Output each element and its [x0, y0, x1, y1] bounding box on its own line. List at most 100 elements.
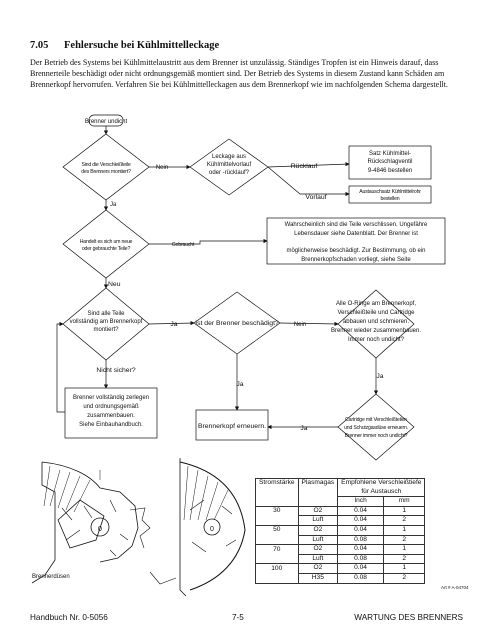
row-mm: 1: [382, 563, 426, 574]
leak-q-line-3: oder -rücklauf?: [209, 170, 250, 176]
footer-page-number: 7-5: [232, 613, 244, 622]
row-inch: 0.04: [337, 544, 384, 555]
table-header-row: Stromstärke Plasmagas Empfohlene Verschl…: [255, 477, 426, 488]
nozzle-mark-left: 0: [98, 526, 102, 533]
nozzle-mark-right: 0: [210, 526, 214, 533]
unit-inch: Inch: [337, 496, 384, 507]
orings-line-1: Alle O-Ringe am Brennerkopf,: [336, 301, 416, 307]
row-gas: Luft: [297, 534, 339, 546]
q4-no-label: Nein: [294, 322, 306, 328]
row-gas: O2: [297, 524, 339, 536]
q1-no-label: Nein: [156, 165, 168, 171]
tube-set-line-1: Austauschsatz Kühlmittelrohr: [359, 189, 421, 195]
col-current-end: [255, 496, 299, 507]
row-current: [255, 573, 299, 584]
row-gas: Luft: [297, 553, 339, 565]
ja-bottom-label: Ja: [300, 425, 307, 432]
cartridge-decision: [337, 393, 415, 461]
row-gas: O2: [297, 505, 339, 517]
orings-line-3: abbauen und schmieren.: [343, 319, 409, 325]
footer-chapter: WARTUNG DES BRENNERS: [354, 613, 463, 622]
row-gas: O2: [297, 563, 339, 574]
q2-line-1: Handelt es sich um neue: [80, 239, 133, 245]
col-depth-2: für Austausch: [337, 487, 426, 498]
section-number: 7.05: [30, 40, 49, 51]
q1-line-2: des Brenners montiert?: [81, 169, 131, 175]
valve-set-line-1: Satz Kühlmittel-: [369, 151, 411, 157]
orings-yes-label: Ja: [376, 373, 383, 380]
row-current: 50: [255, 524, 299, 536]
q4-label: Ist der Brenner beschädigt?: [195, 320, 279, 327]
replace-head-label: Brennerkopf erneuern.: [198, 423, 266, 430]
unit-mm: mm: [382, 496, 426, 507]
worn-note-line-2: Lebensdauer siehe Datenblatt. Der Brenne…: [294, 231, 418, 237]
row-gas: Luft: [297, 515, 339, 526]
row-mm: 2: [382, 534, 426, 546]
disassemble-line-3: zusammenbauen.: [87, 413, 135, 419]
q4-yes-label: Ja: [236, 381, 243, 388]
disassemble-box: [64, 387, 158, 439]
row-inch: 0.08: [337, 572, 384, 584]
not-sure-label: Nicht sicher?: [96, 367, 136, 374]
valve-set-line-3: 9-4846 bestellen: [368, 168, 412, 174]
row-inch: 0.04: [337, 524, 384, 536]
q3-line-1: Sind alle Teile: [88, 311, 126, 317]
q1-yes-label: Ja: [110, 202, 117, 208]
section-title: Fehlersuche bei Kühlmittelleckage: [64, 40, 220, 51]
row-mm: 2: [382, 553, 426, 565]
decision-supply-return: [189, 138, 269, 196]
row-gas: H35: [297, 572, 339, 584]
col-gas-end: [297, 496, 339, 507]
worn-note-line-4: möglicherweise beschädigt. Zur Bestimmun…: [286, 248, 425, 254]
row-mm: 1: [382, 544, 426, 555]
table-header-row-2: für Austausch: [255, 487, 426, 498]
valve-set-line-2: Rückschlagventil: [367, 159, 412, 165]
q2-line-2: oder gebrauchte Teile?: [82, 246, 131, 252]
disassemble-line-1: Brenner vollständig zerlegen: [73, 395, 149, 401]
nozzle-illustration: [31, 458, 246, 597]
row-mm: 1: [382, 524, 426, 536]
row-inch: 0.08: [337, 534, 384, 546]
tube-set-line-2: bestellen: [381, 196, 400, 202]
nozzle-label: Brennerdüsen: [32, 574, 70, 580]
q2-new-label: Neu: [108, 281, 121, 288]
row-mm: 1: [382, 505, 426, 517]
row-inch: 0.08: [337, 553, 384, 565]
wear-depth-table: Stromstärke Plasmagas Empfohlene Verschl…: [255, 477, 426, 584]
row-mm: 2: [382, 572, 426, 584]
q3-line-3: montiert?: [93, 327, 119, 333]
row-current: [255, 535, 299, 546]
row-inch: 0.04: [337, 563, 384, 574]
q2-used-label: Gebraucht: [172, 242, 195, 248]
q1-line-1: Sind die Verschleißteile: [81, 162, 130, 168]
col-gas-cont: [297, 487, 339, 497]
row-current: [255, 554, 299, 565]
disassemble-line-2: und ordnungsgemäß: [83, 404, 139, 410]
col-gas: Plasmagas: [297, 477, 339, 488]
row-current: 70: [255, 544, 299, 555]
cartridge-line-1: Cartridge mit Verschleißteilen: [345, 417, 407, 423]
row-current: 30: [255, 505, 299, 516]
worn-note-line-1: Wahrscheinlich sind die Teile verschliss…: [285, 222, 428, 228]
row-inch: 0.04: [337, 515, 384, 526]
row-current: 100: [255, 563, 299, 574]
section-heading: 7.05 Fehlersuche bei Kühlmittelleckage: [30, 40, 219, 51]
col-current-cont: [255, 487, 299, 497]
worn-note-line-5: Brennerkopfschaden vorliegt, siehe Seite: [301, 257, 411, 263]
row-inch: 0.04: [337, 505, 384, 517]
col-current: Stromstärke: [255, 477, 299, 488]
vorlauf-label: Vorlauf: [305, 194, 326, 201]
leak-q-line-2: Kühlmittelvorlauf: [207, 162, 252, 168]
orings-line-5: Immer noch undicht?: [348, 337, 405, 343]
footer-manual-number: Handbuch Nr. 0-5056: [30, 613, 108, 622]
cartridge-line-2: und Schutzgasdüse erneuern.: [344, 425, 408, 431]
orings-line-2: Verschleißteile und Cartridge: [337, 310, 415, 316]
